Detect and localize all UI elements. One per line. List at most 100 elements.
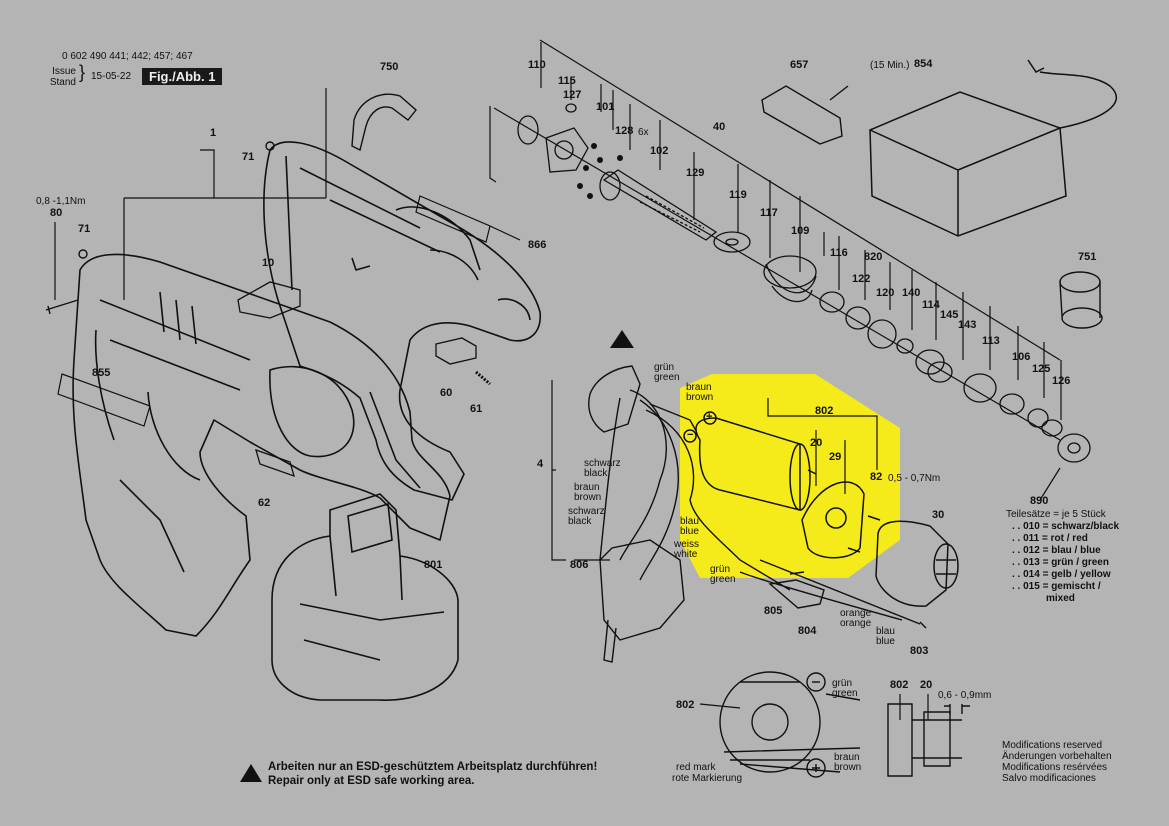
callout-143: 143 xyxy=(958,319,977,331)
wire-label-black-1: black xyxy=(584,468,608,479)
callout-116: 116 xyxy=(830,247,848,259)
callout-657: 657 xyxy=(790,59,809,71)
detail-802 xyxy=(719,671,861,778)
sleeve-751 xyxy=(1059,271,1103,329)
color-key-title: Teilesätze = je 5 Stück xyxy=(1006,509,1106,520)
wire-label-blau-2: blau xyxy=(876,626,895,637)
callout-82: 82 xyxy=(870,471,883,483)
date: 15-05-22 xyxy=(91,71,132,82)
drill-housing-outline xyxy=(72,141,541,637)
wire-label-blue-2: blue xyxy=(876,636,895,647)
callout-750: 750 xyxy=(380,61,399,73)
screw-80 xyxy=(45,141,275,315)
label-866 xyxy=(415,195,491,243)
callout-20-gap: 20 xyxy=(920,679,933,691)
callout-113: 113 xyxy=(982,335,1000,347)
callout-101: 101 xyxy=(596,101,615,113)
wire-label-schwarz-1: schwarz xyxy=(584,458,621,469)
part-numbers: 0 602 490 441; 442; 457; 467 xyxy=(62,51,193,62)
callout-145: 145 xyxy=(940,309,959,321)
callout-126: 126 xyxy=(1052,375,1071,387)
callout-801: 801 xyxy=(424,559,443,571)
callout-129: 129 xyxy=(686,167,705,179)
callout-128-qty: 6x xyxy=(638,127,649,138)
callout-127: 127 xyxy=(563,89,582,101)
wire-label-blue-1: blue xyxy=(680,526,699,537)
callout-29: 29 xyxy=(829,451,842,463)
switch-10 xyxy=(237,281,301,319)
color-key-row: . . 011 = rot / red xyxy=(1012,533,1088,544)
callout-30: 30 xyxy=(932,509,945,521)
wire-label-brown-2: brown xyxy=(574,492,602,503)
callout-102: 102 xyxy=(650,145,669,157)
wire-label-black-3: black xyxy=(568,516,592,527)
wire-label-green-2: green xyxy=(710,574,736,585)
wire-label-schwarz-3: schwarz xyxy=(568,506,605,517)
wire-label-gruen-2: grün xyxy=(710,564,731,575)
gearbox-parts xyxy=(517,103,1091,463)
callout-60: 60 xyxy=(440,387,453,399)
callout-122: 122 xyxy=(852,273,871,285)
motor-802 xyxy=(683,411,881,559)
wire-label-brown: brown xyxy=(686,392,714,403)
callout-751: 751 xyxy=(1078,251,1097,263)
color-key-row: . . 015 = gemischt / xyxy=(1012,581,1101,592)
callout-71b: 71 xyxy=(78,223,91,235)
wire-label-green-detail: green xyxy=(832,688,858,699)
part-60 xyxy=(435,337,477,365)
color-key-row: . . 012 = blau / blue xyxy=(1012,545,1101,556)
wire-label-gruen-detail: grün xyxy=(832,678,853,689)
callout-802: 802 xyxy=(815,405,834,417)
callout-805: 805 xyxy=(764,605,783,617)
wire-label-orange-2: orange xyxy=(840,618,872,629)
rote-markierung-label: rote Markierung xyxy=(672,773,743,784)
minus-symbol: − xyxy=(687,429,694,441)
callout-140: 140 xyxy=(902,287,921,299)
callout-806: 806 xyxy=(570,559,589,571)
esd-warning-en: Repair only at ESD safe working area. xyxy=(268,775,475,787)
spring-61 xyxy=(475,370,491,386)
torque-82: 0,5 - 0,7Nm xyxy=(888,473,941,484)
callout-119: 119 xyxy=(729,189,747,201)
callout-125: 125 xyxy=(1032,363,1051,375)
detail-gap xyxy=(887,703,970,777)
stand-label: Stand xyxy=(49,77,76,88)
callout-109: 109 xyxy=(791,225,810,237)
callout-61: 61 xyxy=(470,403,483,415)
callout-866: 866 xyxy=(528,239,547,251)
wiring xyxy=(588,365,927,663)
wire-label-braun-detail: braun xyxy=(834,752,860,763)
callout-803: 803 xyxy=(910,645,929,657)
modifications-fr: Modifications resérvées xyxy=(1002,762,1108,773)
figure-label: Fig./Abb. 1 xyxy=(142,68,223,85)
torque-80: 0,8 -1,1Nm xyxy=(36,196,86,207)
color-key-row: . . 013 = grün / green xyxy=(1012,557,1109,568)
charger-854 xyxy=(869,59,1117,237)
part-62 xyxy=(255,448,295,478)
battery-801 xyxy=(271,493,459,701)
issue-label: Issue xyxy=(52,66,76,77)
callout-117: 117 xyxy=(760,207,778,219)
callout-890: 890 xyxy=(1030,495,1049,507)
balls-128 xyxy=(577,143,623,199)
clip-750 xyxy=(351,93,417,152)
callout-71: 71 xyxy=(242,151,255,163)
modifications-en: Modifications reserved xyxy=(1002,740,1103,751)
wire-label-white: white xyxy=(674,549,698,560)
gap-dimension: 0,6 - 0,9mm xyxy=(938,690,992,701)
brace: } xyxy=(79,62,86,82)
callout-1: 1 xyxy=(210,127,217,139)
callout-110: 110 xyxy=(528,59,546,71)
color-key-row: . . 010 = schwarz/black xyxy=(1012,521,1120,532)
label-855 xyxy=(57,373,151,427)
wire-label-gruen: grün xyxy=(654,362,675,373)
callout-820: 820 xyxy=(864,251,883,263)
callout-114: 114 xyxy=(922,299,940,311)
callout-62: 62 xyxy=(258,497,271,509)
gearbox-30 xyxy=(875,520,959,607)
callout-106: 106 xyxy=(1012,351,1031,363)
wire-label-braun-2: braun xyxy=(574,482,600,493)
plus-symbol: + xyxy=(706,411,713,423)
